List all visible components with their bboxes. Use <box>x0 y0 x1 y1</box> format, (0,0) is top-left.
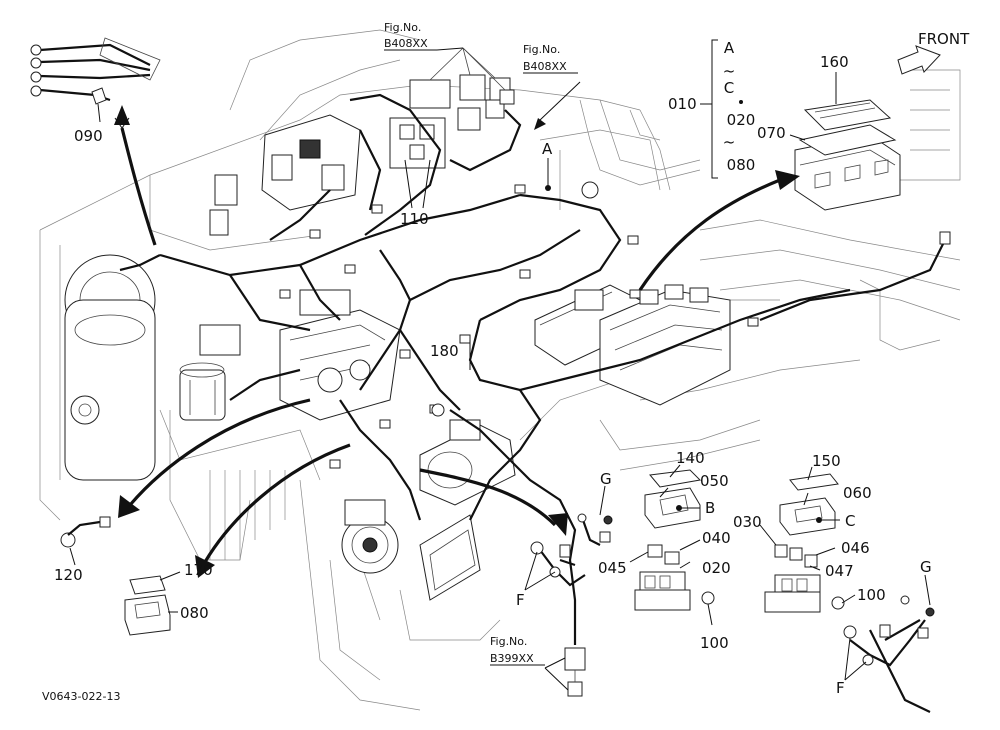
ref-f-label-left: F <box>516 591 525 609</box>
part-label-100-a: 100 <box>700 634 729 652</box>
fuse-holder-060 <box>779 473 839 536</box>
battery-box <box>534 284 641 366</box>
part-label-046: 046 <box>841 539 870 557</box>
fuel-filter <box>179 362 226 421</box>
callout-arrows <box>114 117 781 563</box>
leader-lines <box>69 72 931 691</box>
wire-leads-090 <box>30 37 161 105</box>
fig-ref-b399-code: B399XX <box>490 652 534 665</box>
ground-leads-right <box>843 595 935 713</box>
sensor-120 <box>60 516 111 548</box>
part-label-110: 110 <box>400 210 429 228</box>
part-label-060: 060 <box>843 484 872 502</box>
fuse-cover-160 <box>803 99 892 131</box>
machine-body-outline <box>39 29 961 711</box>
part-label-050: 050 <box>700 472 729 490</box>
fuse-holder-050 <box>644 469 702 529</box>
front-label: FRONT <box>918 30 970 48</box>
part-label-045: 045 <box>598 559 627 577</box>
part-label-070: 070 <box>757 124 786 142</box>
part-label-090: 090 <box>74 127 103 145</box>
fig-ref-b408-b-title: Fig.No. <box>523 43 560 56</box>
ground-leads-left <box>530 513 613 587</box>
fuel-tank <box>64 254 156 481</box>
drawing-code: V0643-022-13 <box>42 690 120 703</box>
part-label-030: 030 <box>733 513 762 531</box>
ref-f-label-right: F <box>836 679 845 697</box>
ref-b-label: B <box>705 499 715 517</box>
switch-080 <box>124 575 171 636</box>
range-020-label: 020 <box>727 111 756 129</box>
part-label-150: 150 <box>812 452 841 470</box>
ref-g-label-left: G <box>600 470 612 488</box>
reference-dots <box>545 185 840 523</box>
fig-ref-b408-a-title: Fig.No. <box>384 21 421 34</box>
part-label-020: 020 <box>702 559 731 577</box>
starter-motor <box>419 419 516 506</box>
ref-c-label: C <box>845 512 855 530</box>
range-080-label: 080 <box>727 156 756 174</box>
part-label-100-b: 100 <box>857 586 886 604</box>
harness-connectors <box>279 181 951 469</box>
control-valve <box>599 284 731 406</box>
svg-text:~: ~ <box>723 62 736 80</box>
engine-block <box>199 289 401 421</box>
part-label-080: 080 <box>180 604 209 622</box>
part-label-047: 047 <box>825 562 854 580</box>
alternator <box>341 499 399 574</box>
part-label-160: 160 <box>820 53 849 71</box>
fuse-box-070 <box>794 124 901 211</box>
part-label-120: 120 <box>54 566 83 584</box>
fig-ref-b408-b-code: B408XX <box>523 60 567 73</box>
relay-block-020 <box>634 544 715 611</box>
controller-bracket <box>419 514 481 601</box>
svg-text:~: ~ <box>723 133 736 151</box>
relay-set-top <box>409 47 515 131</box>
front-arrow-icon <box>897 45 941 75</box>
relay-block-046 <box>764 544 845 613</box>
fig-ref-b399-title: Fig.No. <box>490 635 527 648</box>
part-label-040: 040 <box>702 529 731 547</box>
fig-ref-b408-a-code: B408XX <box>384 37 428 50</box>
wiring-harness <box>119 93 946 645</box>
labels: FRONT Fig.No. B408XX Fig.No. B408XX Fig.… <box>42 21 970 703</box>
part-label-170: 170 <box>184 561 213 579</box>
ref-g-label-right: G <box>920 558 932 576</box>
part-label-140: 140 <box>676 449 705 467</box>
ref-a-label: A <box>542 140 553 158</box>
part-label-010: 010 <box>668 95 697 113</box>
connector-b399 <box>564 647 586 697</box>
arrow-heads <box>114 105 800 578</box>
range-bracket: ~ ~ <box>700 39 743 179</box>
variant-c-label: C <box>724 79 734 97</box>
part-label-180: 180 <box>430 342 459 360</box>
variant-a-label: A <box>724 39 735 57</box>
